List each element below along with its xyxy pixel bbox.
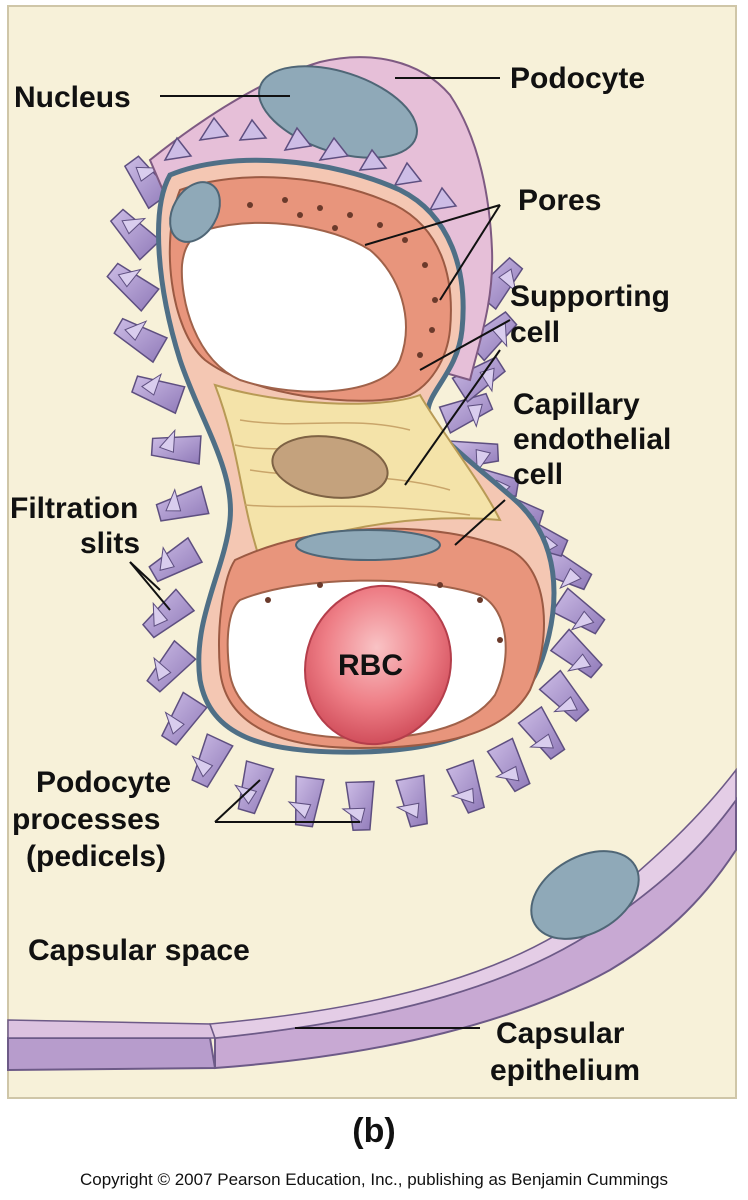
pore: [432, 297, 438, 303]
filtration-slit-foot: [467, 403, 483, 428]
pore: [422, 262, 428, 268]
filtration-slit-foot: [165, 488, 182, 512]
filtration-slit-foot: [475, 449, 492, 474]
filtration-slit-foot: [152, 601, 169, 627]
pore: [437, 582, 443, 588]
filtration-slit-foot: [287, 801, 312, 819]
epithelial-nucleus: [530, 850, 640, 940]
filtration-slit-foot: [559, 567, 582, 590]
filtration-slit-foot: [158, 428, 176, 453]
filtration-slit-foot: [494, 765, 520, 782]
label-capsular-epithelium-1: Capsular: [496, 1017, 625, 1050]
pore: [377, 222, 383, 228]
label-pores: Pores: [518, 184, 601, 217]
capsular-epithelium-layer: [7, 767, 737, 1072]
glomerulus-filtration-diagram: Nucleus Podocyte Pores Supporting cell C…: [7, 5, 737, 1099]
filtration-slit-foot: [164, 711, 185, 735]
podocyte-projections: [163, 116, 458, 211]
filtration-slit-foot: [498, 268, 517, 293]
label-capsular-epithelium-2: epithelium: [490, 1054, 640, 1087]
filtration-slit-foot: [341, 807, 366, 824]
pore: [417, 352, 423, 358]
filtration-slit-foot: [570, 610, 595, 631]
endothelial-nucleus-upper: [169, 181, 221, 243]
pore: [429, 327, 435, 333]
label-capillary-1: Capillary: [513, 388, 640, 421]
filtration-slit-foot: [153, 656, 172, 682]
label-capsular-space: Capsular space: [28, 934, 250, 967]
label-capillary-3: cell: [513, 458, 563, 491]
label-podocyte-processes-1: Podocyte: [36, 766, 171, 799]
pore: [497, 637, 503, 643]
endothelial-nucleus-lower: [295, 529, 441, 561]
filtration-slit-foot: [191, 755, 214, 778]
diagram-labels: Nucleus Podocyte Pores Supporting cell C…: [10, 62, 671, 1087]
copyright-notice: Copyright © 2007 Pearson Education, Inc.…: [79, 1170, 668, 1189]
pore: [265, 597, 271, 603]
label-supporting-cell-1: Supporting: [510, 280, 670, 313]
pore: [347, 212, 353, 218]
upper-lumen: [180, 222, 407, 393]
pore: [297, 212, 303, 218]
filtration-slit-foot: [124, 320, 148, 342]
filtration-slit-foot: [121, 217, 147, 235]
label-podocyte-processes-3: (pedicels): [26, 840, 166, 873]
filtration-slit-foot: [395, 802, 420, 819]
filtration-slit-foot: [141, 373, 163, 396]
pore: [282, 197, 288, 203]
filtration-slit-foot: [135, 166, 161, 182]
filtration-slit-foot: [553, 696, 578, 713]
pore: [477, 597, 483, 603]
filtration-slit-foot: [117, 268, 142, 288]
pore-group: [247, 197, 503, 643]
pore: [247, 202, 253, 208]
label-capillary-2: endothelial: [513, 423, 671, 456]
leader-lines: [129, 77, 511, 1029]
label-filtration-slits-2: slits: [80, 527, 140, 560]
label-supporting-cell-2: cell: [510, 316, 560, 349]
pore: [317, 205, 323, 211]
red-blood-cell: [304, 584, 452, 746]
label-podocyte-processes-2: processes: [12, 803, 160, 836]
pore: [402, 237, 408, 243]
filtration-slit-foot: [159, 546, 175, 571]
label-nucleus: Nucleus: [14, 81, 131, 114]
pore: [332, 225, 338, 231]
filtration-slit-foot: [529, 733, 555, 749]
pore: [317, 582, 323, 588]
label-podocyte: Podocyte: [510, 62, 645, 95]
label-filtration-slits-1: Filtration: [10, 492, 138, 525]
supporting-cell-nucleus: [271, 435, 389, 499]
panel-letter: (b): [352, 1112, 396, 1150]
filtration-slit-foot: [450, 787, 475, 804]
label-rbc: RBC: [338, 649, 403, 682]
filtration-slit-foot: [567, 653, 592, 672]
